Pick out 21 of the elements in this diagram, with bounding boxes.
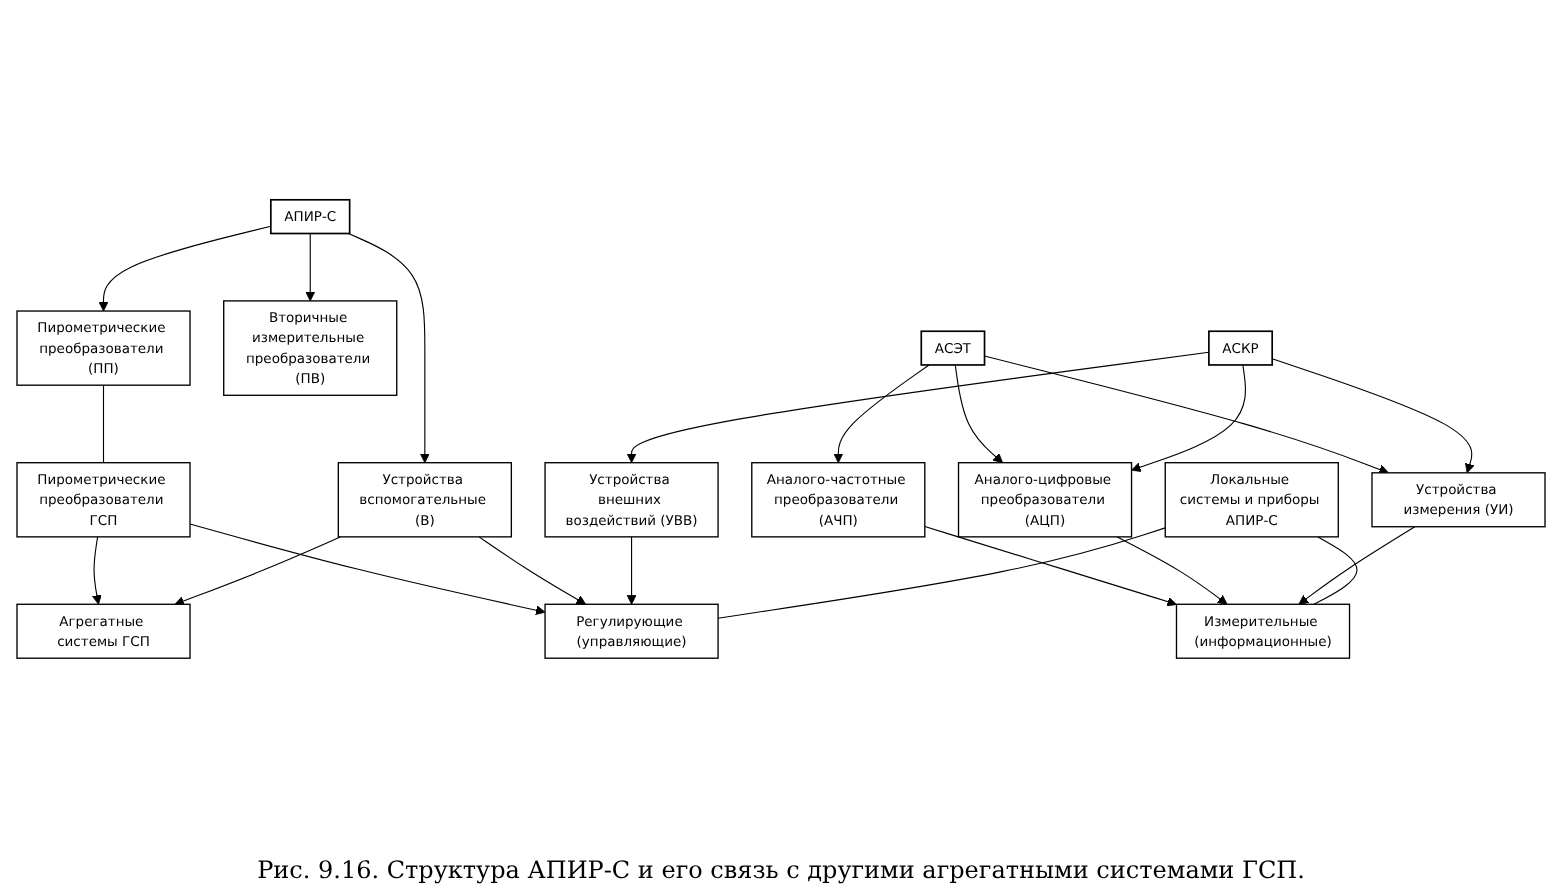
- figure-caption: Рис. 9.16. Структура АПИР-С и его связь с другими агрегатными системами ГСП.: [255, 856, 1307, 884]
- arrow: [1271, 358, 1475, 474]
- arrow: [174, 536, 342, 606]
- arrow: [954, 364, 1004, 464]
- arrow: [305, 232, 316, 302]
- arrow: [347, 232, 430, 464]
- arrow: [924, 525, 1177, 607]
- arrow: [98, 225, 272, 312]
- arrow: [833, 364, 930, 464]
- arrow: [1116, 536, 1228, 605]
- connector: [1313, 536, 1358, 605]
- connector: [102, 384, 105, 464]
- arrow: [478, 536, 587, 605]
- arrow: [626, 351, 1210, 464]
- connector: [717, 527, 1166, 619]
- arrow: [1298, 526, 1416, 605]
- arrow: [626, 536, 637, 605]
- arrow: [1131, 364, 1247, 472]
- arrow: [189, 523, 546, 616]
- arrow: [983, 355, 1389, 475]
- arrow: [92, 536, 102, 605]
